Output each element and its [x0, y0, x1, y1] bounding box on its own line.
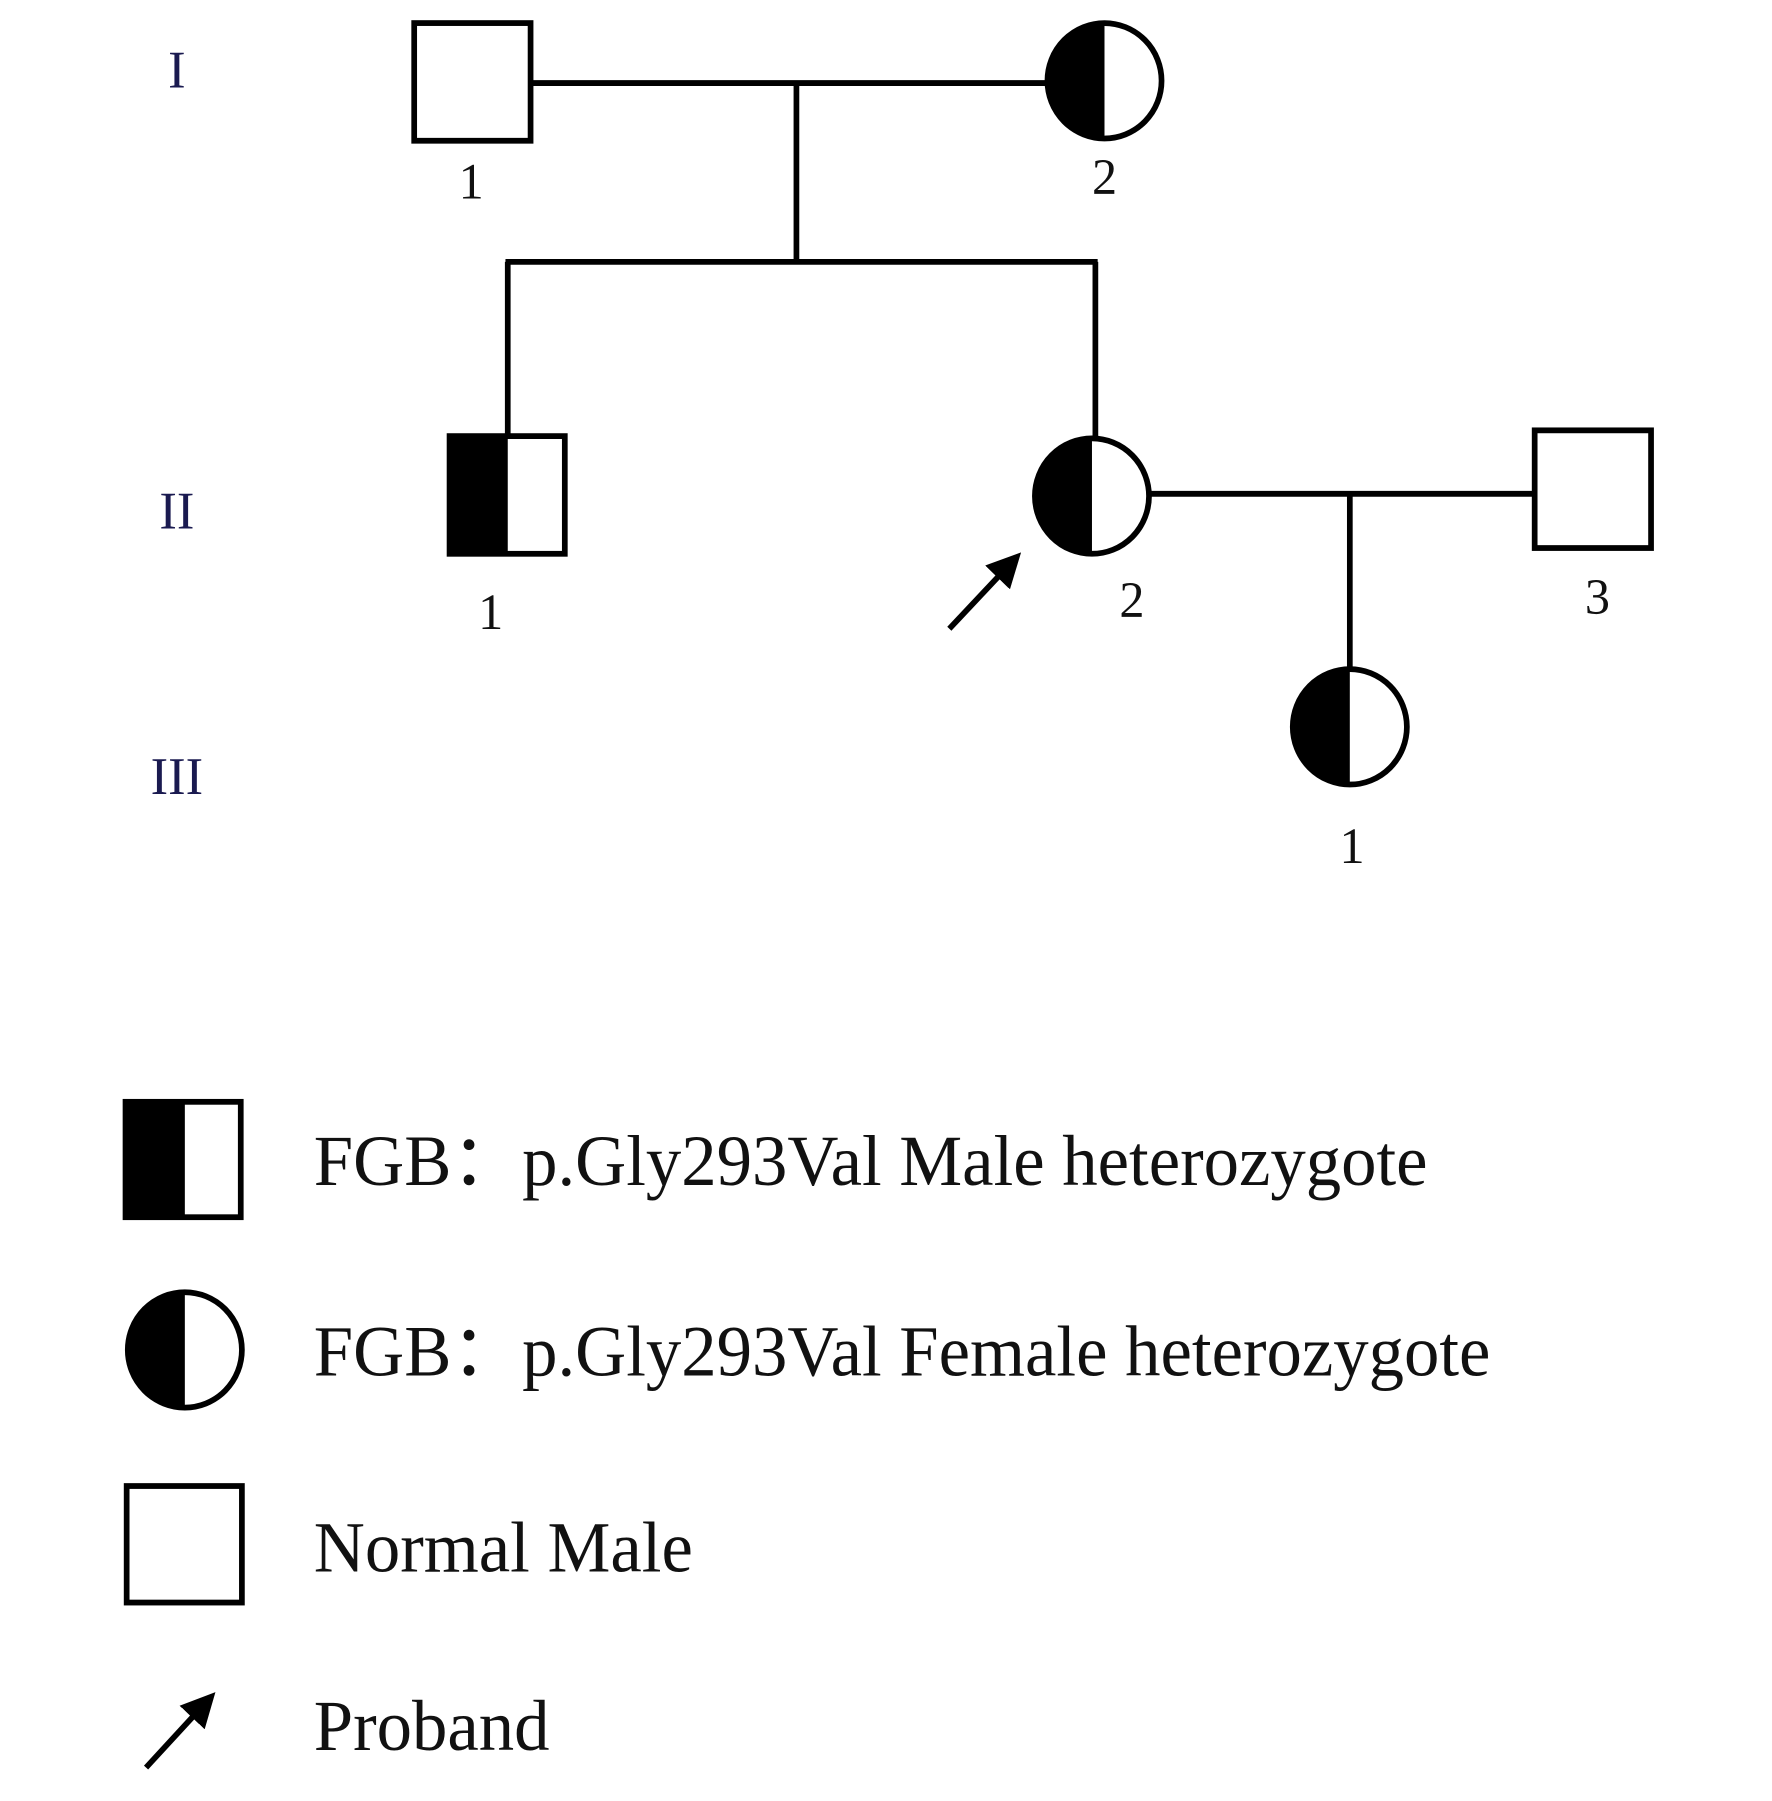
legend-text-female-heterozygote: FGB：p.Gly293Val Female heterozygote: [314, 1313, 1491, 1391]
legend-female-heterozygote-icon: [124, 1289, 245, 1411]
generation-label-II: II: [159, 482, 194, 540]
generation-label-III: III: [151, 748, 203, 806]
individual-II-3: [1531, 427, 1654, 551]
legend-text-male-heterozygote: FGB：p.Gly293Val Male heterozygote: [314, 1123, 1428, 1201]
individual-II-1: [446, 433, 568, 557]
legend-normal-male-icon: [123, 1483, 245, 1606]
label-II-2: 2: [1119, 572, 1144, 628]
legend-male-heterozygote-icon: [122, 1098, 244, 1221]
label-III-1: 1: [1340, 818, 1365, 874]
individual-III-1: [1289, 666, 1410, 788]
legend-proband-arrow-icon: [143, 1692, 216, 1770]
legend-text-normal-male: Normal Male: [314, 1509, 693, 1587]
label-II-3: 3: [1585, 569, 1610, 625]
individual-I-1: [411, 20, 534, 144]
label-I-2: 2: [1092, 149, 1117, 205]
label-I-1: 1: [459, 153, 484, 209]
individual-I-2: [1044, 20, 1165, 142]
individual-II-2: [1032, 435, 1152, 557]
legend: FGB：p.Gly293Val Male heterozygote FGB：p.…: [122, 1098, 1491, 1770]
generation-label-I: I: [168, 41, 185, 99]
proband-arrow-icon: [947, 552, 1022, 631]
label-II-1: 1: [478, 584, 503, 640]
legend-text-proband: Proband: [314, 1688, 550, 1766]
